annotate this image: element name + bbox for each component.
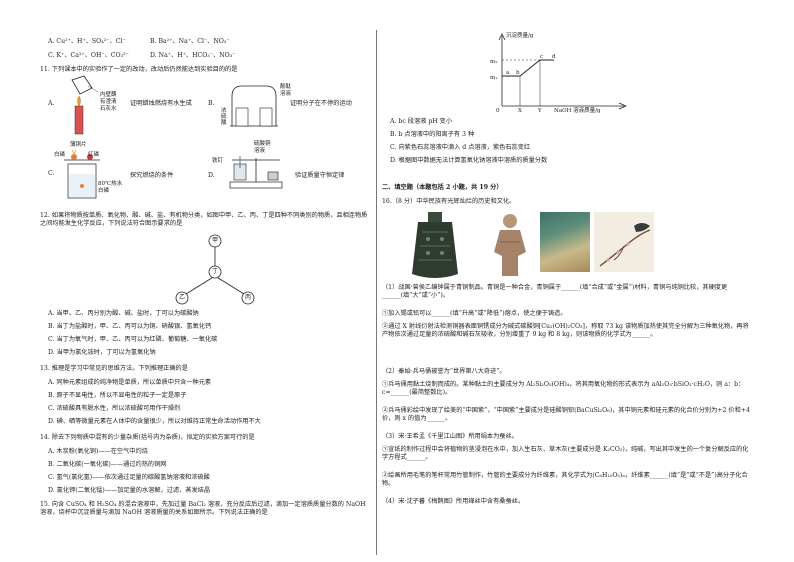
graph-m2: m₂ <box>490 59 498 65</box>
q14-stem: 14. 除去下列物质中混有的少量杂质(括号内为杂质)，拟定的实验方案可行的是 <box>40 434 255 441</box>
terracotta-warrior-photo <box>494 214 526 276</box>
q16-part-1: （1）战国·曾侯乙编钟属于青铜制品。青铜是一种合金，青铜属于______(填“合… <box>382 284 728 299</box>
left-column: A. Cu²⁺、H⁺、SO₄²⁻、Cl⁻ B. Ba²⁺、Na⁺、Cl⁻、NO₃… <box>40 0 370 562</box>
balance-diagram <box>229 156 283 189</box>
node-ding: 丁 <box>212 268 219 275</box>
q13-option-c: C. 浓硫酸具有脱水性，所以浓硫酸可用作干燥剂 <box>48 405 181 412</box>
graph-m1: m₁ <box>490 75 498 81</box>
node-yi: 乙 <box>179 294 186 301</box>
q12-option-d: D. 当甲为氯化铵时，丁可以为氢氧化钠 <box>48 349 156 356</box>
q11-c-text: 探究燃烧的条件 <box>130 172 174 179</box>
q11-b-label-2: 溶液 <box>280 91 292 97</box>
q10-option-d: D. Na⁺、H⁺、HCO₃⁻、NO₃⁻ <box>150 52 236 59</box>
q12-option-b: B. 当丁为盐酸时，甲、乙、丙可以为铜、硝酸银、氢氧化钙 <box>48 323 212 330</box>
graph-point-d: d <box>552 54 556 60</box>
q11-c-letter: C. <box>48 170 55 177</box>
q11-b-label-5: 酸 <box>221 120 227 126</box>
q16-part-2a: ①兵马俑用黏土烧制而成的。某种黏土的主要成分为 Al₂Si₂O₅(OH)₄，将其… <box>382 381 745 396</box>
q16-stem: 16.（8 分）中华民族有光辉灿烂的历史和文化。 <box>382 198 516 205</box>
q11-a-letter: A. <box>48 100 55 107</box>
graph-point-b: b <box>516 70 520 76</box>
q15-option-d: D. 根据图中数据无法计算氢氧化钠溶液中溶质的质量分数 <box>390 157 548 164</box>
graph-xlabel: NaOH 溶液质量/g <box>554 108 601 114</box>
q14-option-b: B. 二氧化碳(一氧化碳)——通过灼热的铜网 <box>48 461 167 468</box>
q11-b-label-1: 酚酞 <box>280 84 292 90</box>
q11-b-letter: B. <box>208 100 215 107</box>
q13-option-d: D. 碘、硒等微量元素在人体中的含量很少，所以对维持正常生命活动作用不大 <box>48 418 261 425</box>
q16-part-3b: ②绘画所用毛笔的笔杆常用竹管制作，竹管的主要成分为纤维素，其化学式为(C₆H₁₀… <box>382 472 748 487</box>
graph-point-c: c <box>540 54 544 60</box>
candle-beaker-diagram <box>71 75 99 135</box>
q16-part-1a: ①加入锡或铅可以______(填“升高”或“降低”)熔点，使之便于铸造。 <box>382 310 567 317</box>
graph-ylabel: 沉淀质量/g <box>506 33 534 39</box>
q12-option-c: C. 当丁为氧气时，甲、乙、丙可以为红磷、葡萄糖、一氧化碳 <box>48 336 218 343</box>
graph-y-mark: Y <box>538 108 542 114</box>
landscape-painting-photo <box>540 212 590 272</box>
relation-diagram <box>175 234 255 305</box>
right-column: 沉淀质量/g m₂ m₁ a b c d 0 X Y NaOH 溶液质量/g A… <box>382 0 754 562</box>
q13-option-a: A. 同种元素组成的纯净物是单质，所以单质中只含一种元素 <box>48 379 212 386</box>
q16-part-3: （3）宋·王希孟《千里江山图》所用绢本为蚕丝。 <box>382 433 518 440</box>
q15-option-a: A. bc 段溶液 pH 变小 <box>390 118 453 125</box>
q11-a-label-2: 有澄清 <box>100 99 117 105</box>
graph-x-mark: X <box>518 108 522 114</box>
q11-c-label-3: 红磷 <box>88 152 100 158</box>
q11-b-text: 证明分子在不停的运动 <box>290 100 352 107</box>
precipitate-graph <box>498 33 628 110</box>
q11-stem: 11. 下列课本中的实验作了一定的改动，改动后仍然能达到实验目的的是 <box>40 66 238 73</box>
node-jia: 甲 <box>212 237 219 244</box>
q16-part-2b: ②兵马俑彩绘中发现了绘美的“中国紫”，“中国紫”主要成分是硅酸铜钡(BaCuSi… <box>382 407 750 422</box>
q15-stem: 15. 向含 CuSO₄ 和 H₂SO₄ 的混合溶液中，先加过量 BaCl₂ 溶… <box>40 501 366 516</box>
column-divider <box>376 30 377 555</box>
q10-option-a: A. Cu²⁺、H⁺、SO₄²⁻、Cl⁻ <box>48 38 126 45</box>
q11-b-label-4: 硫 <box>221 114 227 120</box>
node-bing: 丙 <box>245 294 252 301</box>
q11-d-text: 验证质量守恒定律 <box>295 172 345 179</box>
graph-origin: 0 <box>496 108 500 114</box>
q13-stem: 13. 推理是学习中常见的思维方法。下列推理正确的是 <box>40 365 188 372</box>
q16-part-3a: ①宣纸的制作过程中会将植物的茎浸泡在水中，加入生石灰、草木灰(主要成分是 K₂C… <box>382 446 749 461</box>
q14-option-d: D. 氯化钾(二氧化锰)——加足量的水溶解，过滤，蒸发结晶 <box>48 487 211 494</box>
q11-d-label-1: 硫酸铜 <box>254 141 271 147</box>
q11-a-label-3: 石灰水 <box>100 106 117 112</box>
q11-a-label-1: 内壁蘸 <box>100 92 117 98</box>
section-2-heading: 二、填空题（本题包括 2 小题，共 19 分） <box>382 184 503 191</box>
q14-option-c: C. 氢气(氯化氢)——依次通过足量的碳酸氢钠溶液和浓硫酸 <box>48 474 210 481</box>
plum-magpie-painting-photo <box>594 212 654 272</box>
q11-d-letter: D. <box>208 172 215 179</box>
q15-option-b: B. b 点溶液中的阳离子有 3 种 <box>390 131 475 138</box>
q16-part-4: （4）宋·沈子蕃《梅鹊图》所用缂丝中含有桑蚕丝。 <box>382 498 525 505</box>
q10-option-b: B. Ba²⁺、Na⁺、Cl⁻、NO₃⁻ <box>150 38 230 45</box>
q11-d-label-2: 溶液 <box>254 148 266 154</box>
q15-option-c: C. 向紫色石蕊溶液中滴入 d 点溶液，紫色石蕊变红 <box>390 144 531 151</box>
q13-option-b: B. 原子不显电性，所以不显电性的粒子一定是原子 <box>48 392 187 399</box>
bronze-bell-photo <box>412 212 458 278</box>
q16-part-2: （2）秦始·兵马俑被誉为“世界第八大奇迹”。 <box>382 368 506 375</box>
graph-point-a: a <box>506 70 510 76</box>
q11-b-label-3: 浓 <box>221 108 227 114</box>
bell-jar-beakers-diagram <box>230 85 278 127</box>
q11-d-label-3: 铁钉 <box>212 158 224 164</box>
combustion-beaker-diagram <box>64 149 100 199</box>
q11-c-label-1: 薄铜片 <box>70 142 87 148</box>
q12-stem: 12. 如果将物质按单质、氧化物、酸、碱、盐、有机物分类，如图中甲、乙、丙、丁是… <box>40 212 368 227</box>
q12-option-a: A. 当甲、乙、丙分别为酸、碱、盐时，丁可以为碳酸钠 <box>48 310 199 317</box>
q11-c-label-4: 80℃热水 <box>98 181 123 187</box>
q11-a-text: 证明蜡烛燃烧有水生成 <box>130 100 192 107</box>
q10-option-c: C. K⁺、Ca²⁺、OH⁻、CO₃²⁻ <box>48 52 129 59</box>
q11-c-label-5: 白磷 <box>98 188 110 194</box>
q11-c-label-2: 白磷 <box>54 152 66 158</box>
q14-option-a: A. 木炭粉(氧化铜)——在空气中灼烧 <box>48 448 148 455</box>
q16-part-1b: ②通过 X 射线衍射法检测铜器表面铜锈成分为碱式碳酸铜[Cu₂(OH)₂CO₃]… <box>382 323 749 338</box>
